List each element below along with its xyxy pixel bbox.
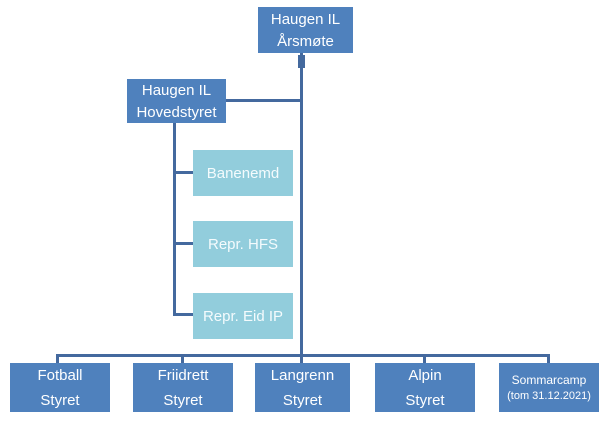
node-label-line: Sommarcamp — [511, 372, 587, 387]
node-label-line: Haugen IL — [141, 81, 212, 99]
node-label-line: Styret — [405, 391, 445, 409]
node-label-line: Haugen IL — [270, 10, 341, 28]
node-label-line: Hovedstyret — [136, 103, 217, 121]
org-node-langrenn-styret: Langrenn Styret — [255, 363, 350, 412]
node-label-line: Alpin — [408, 366, 442, 384]
org-node-fotball-styret: Fotball Styret — [10, 363, 110, 412]
org-node-sommarcamp: Sommarcamp (tom 31.12.2021) — [499, 363, 599, 412]
node-label-line: Styret — [163, 391, 203, 409]
node-label-line: Styret — [282, 391, 323, 409]
org-node-arsmote: Haugen IL Årsmøte — [258, 7, 353, 53]
connector-hovedstyret-horizontal — [226, 99, 302, 102]
node-label-line: (tom 31.12.2021) — [507, 389, 591, 402]
node-label-line: Banenemd — [206, 164, 280, 182]
node-label-line: Årsmøte — [277, 32, 334, 50]
connector-drop-friidrett — [181, 354, 184, 364]
connector-drop-fotball — [56, 354, 59, 364]
org-node-hovedstyret: Haugen IL Hovedstyret — [127, 79, 226, 123]
connector-bottom-rail — [56, 354, 550, 357]
connector-stub-repr-eid-ip — [173, 313, 193, 316]
connector-stub-repr-hfs — [173, 242, 193, 245]
org-node-repr-eid-ip: Repr. Eid IP — [193, 293, 293, 339]
node-label-line: Fotball — [37, 366, 83, 384]
node-label-line: Friidrett — [157, 366, 209, 384]
connector-main-trunk — [300, 53, 303, 363]
org-node-banenemd: Banenemd — [193, 150, 293, 196]
connector-drop-sommarcamp — [547, 354, 550, 364]
node-label-line: Repr. Eid IP — [202, 307, 284, 325]
org-node-repr-hfs: Repr. HFS — [193, 221, 293, 267]
node-label-line: Langrenn — [270, 366, 335, 384]
org-node-friidrett-styret: Friidrett Styret — [133, 363, 233, 412]
node-label-line: Styret — [40, 391, 80, 409]
connector-left-branch-vertical — [173, 123, 176, 316]
node-label-line: Repr. HFS — [207, 235, 279, 253]
org-node-alpin-styret: Alpin Styret — [375, 363, 475, 412]
connector-stub-banenemd — [173, 171, 193, 174]
connector-drop-alpin — [423, 354, 426, 364]
